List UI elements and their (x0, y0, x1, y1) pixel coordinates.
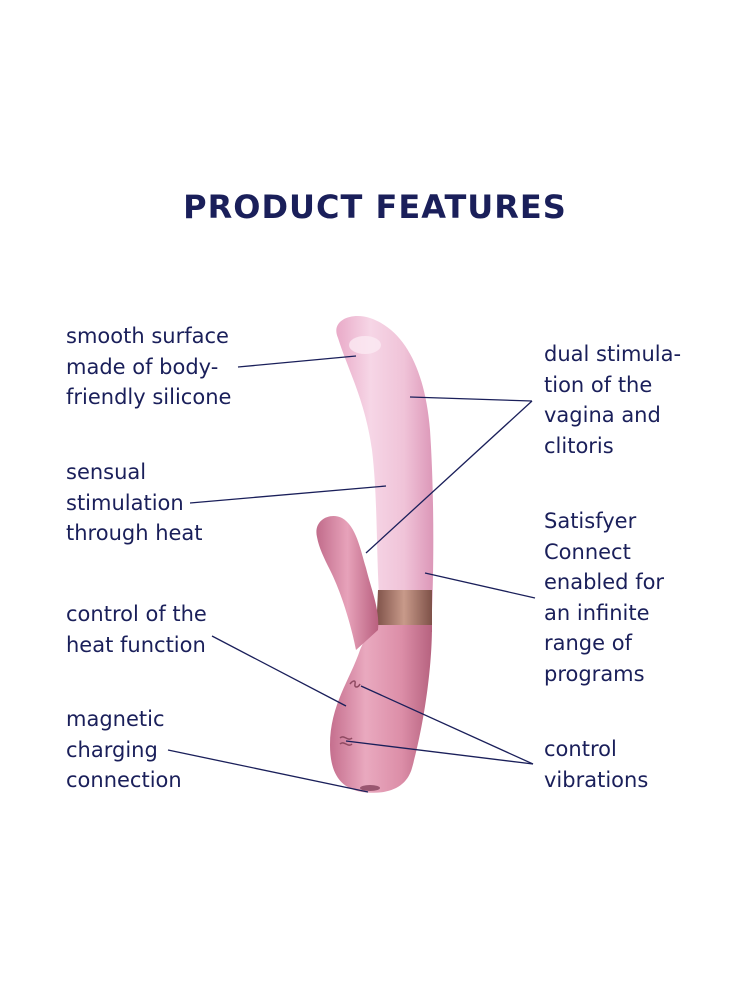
leader-line-vibr-b (345, 740, 534, 765)
heat-button-icon (349, 680, 361, 688)
leader-line-dual-b (365, 400, 533, 554)
leader-line-heat (211, 635, 347, 707)
product-shaft (336, 316, 434, 610)
feature-label-dual-stimulation: dual stimula- tion of the vagina and cli… (544, 342, 682, 458)
leader-line-vibr-a (360, 685, 534, 765)
feature-label-heat-control: control of the heat function (66, 602, 207, 657)
product-clitoral-arm (316, 516, 379, 650)
vibration-button-icon (339, 736, 353, 746)
feature-label-magnetic-charging: magnetic charging connection (66, 707, 182, 792)
leader-line-dual-a (409, 396, 533, 402)
product-handle (330, 625, 432, 793)
leader-line-smooth (237, 355, 357, 368)
page-title: PRODUCT FEATURES (183, 188, 567, 226)
shaft-highlight (349, 336, 381, 354)
feature-label-sensual-heat: sensual stimulation through heat (66, 460, 203, 545)
charging-connector (360, 785, 380, 791)
feature-label-smooth-surface: smooth surface made of body- friendly si… (66, 324, 232, 409)
leader-line-magnetic (167, 749, 369, 793)
feature-label-satisfyer-connect: Satisfyer Connect enabled for an infinit… (544, 509, 665, 686)
leader-line-sensual (189, 485, 387, 504)
feature-label-control-vibrations: control vibrations (544, 737, 649, 792)
leader-line-connect (424, 572, 536, 599)
product-ring (376, 590, 432, 632)
